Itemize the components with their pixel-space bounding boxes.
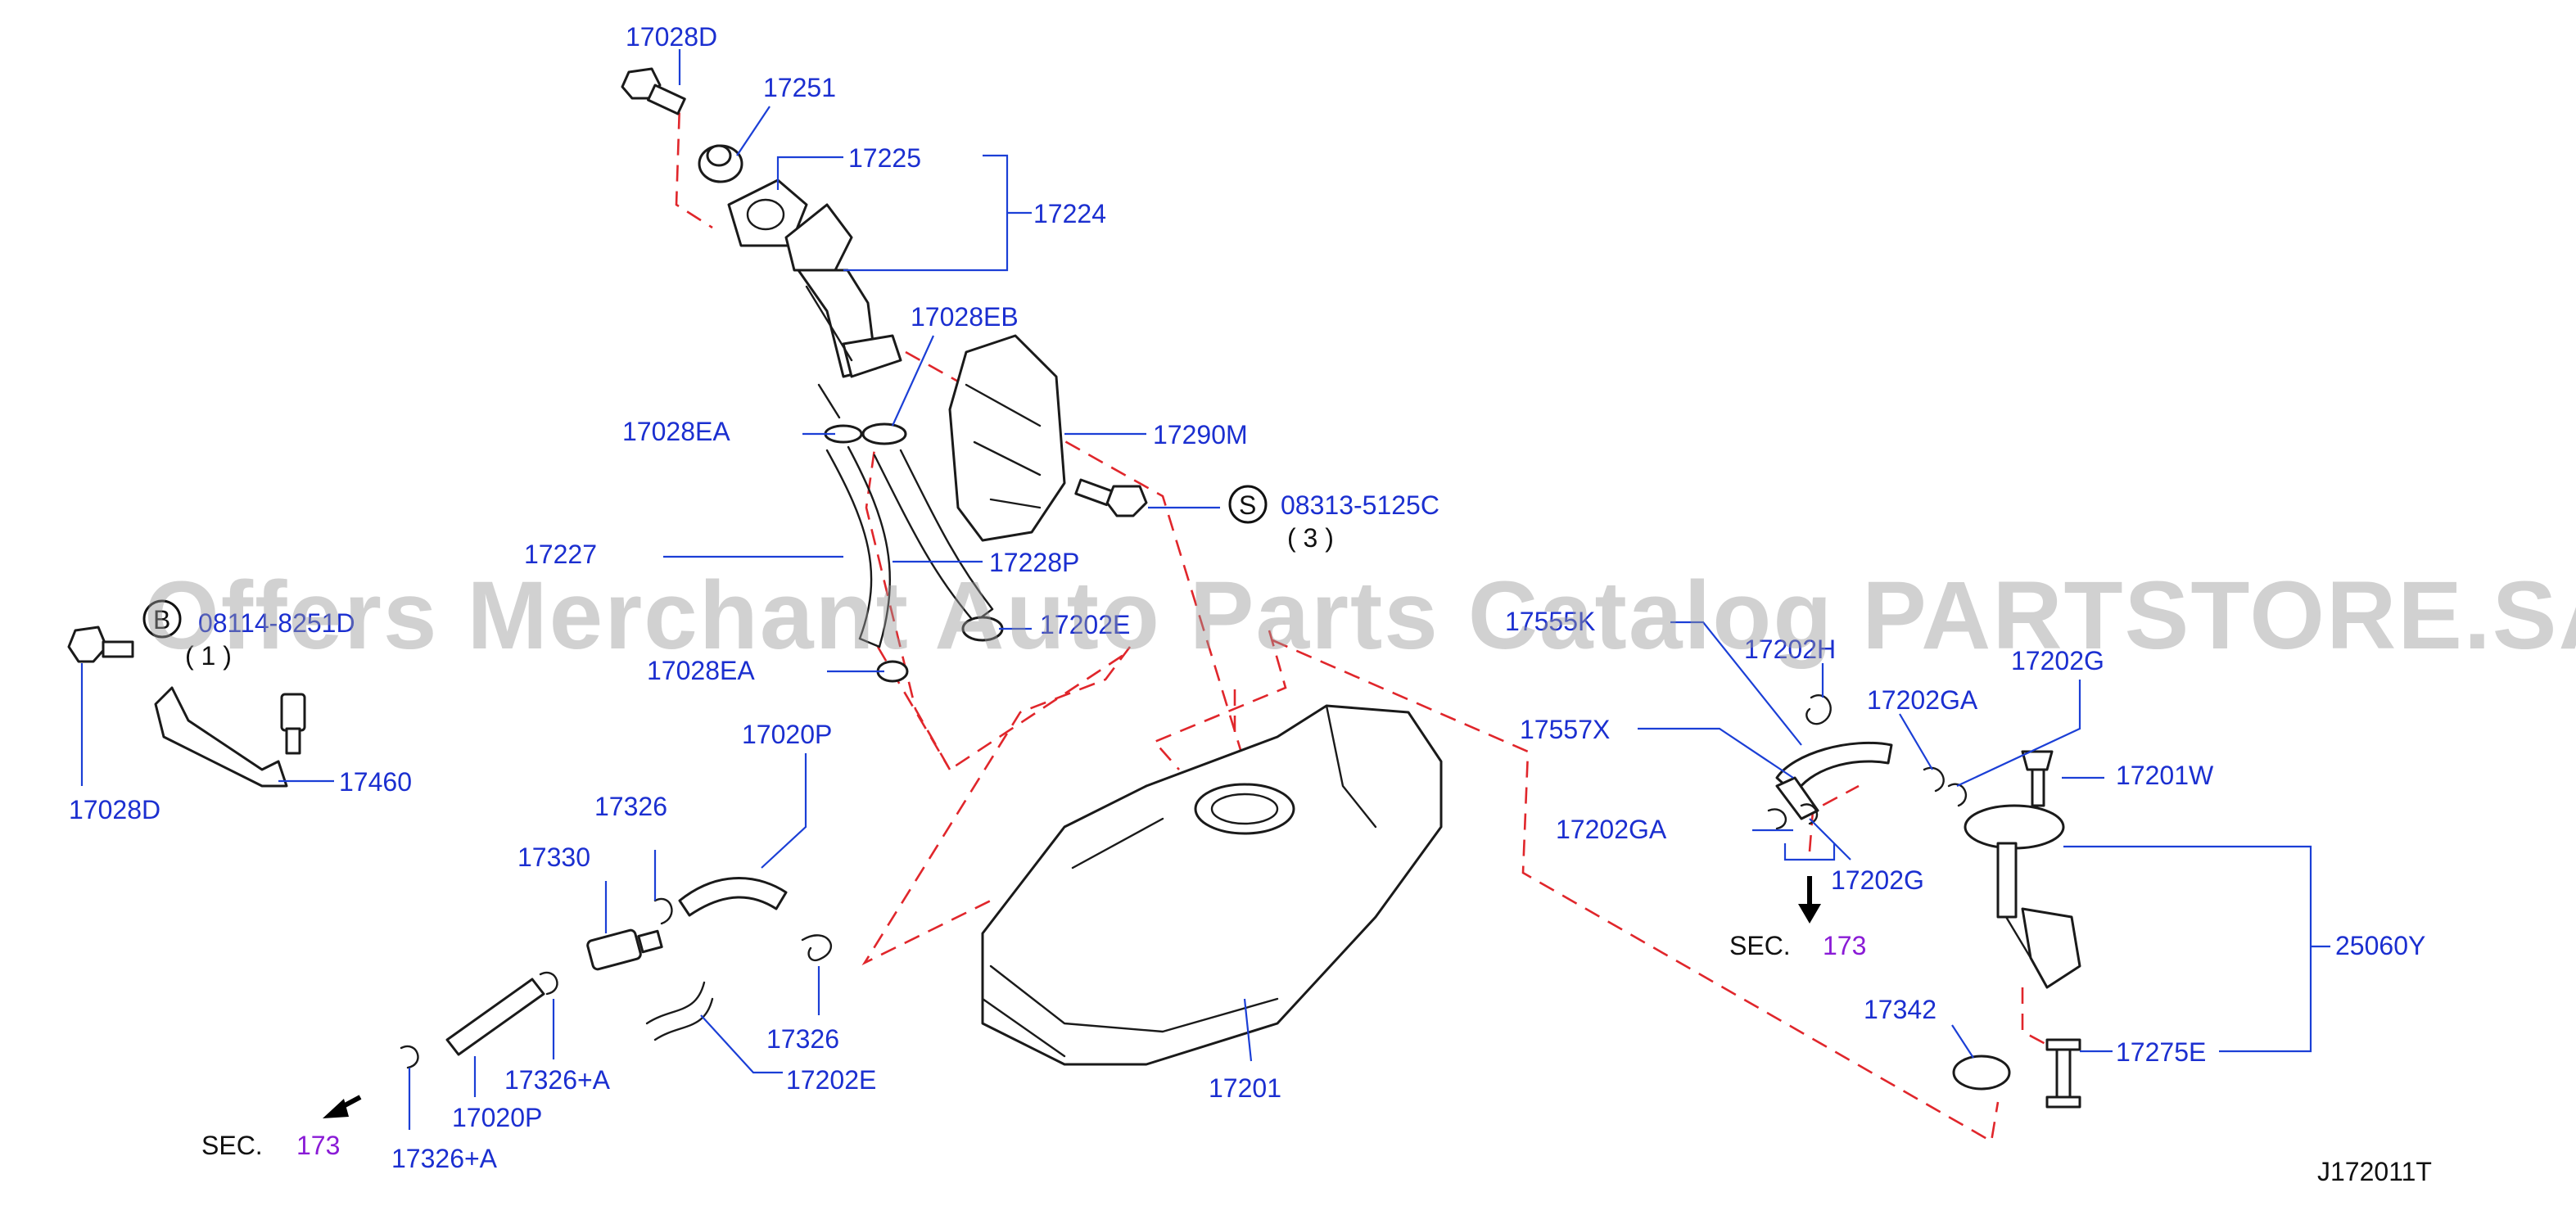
clamp-17326A-a[interactable] bbox=[539, 971, 558, 996]
label-17202E[interactable]: 17202E bbox=[786, 1065, 876, 1095]
label-08114-8251D[interactable]: 08114-8251D bbox=[198, 608, 355, 638]
diagram-code: J172011T bbox=[2317, 1157, 2432, 1186]
label-17202GA-b[interactable]: 17202GA bbox=[1556, 815, 1667, 844]
label-17028EA-upper[interactable]: 17028EA bbox=[622, 417, 730, 446]
label-17028D-left[interactable]: 17028D bbox=[69, 795, 160, 824]
label-17275E[interactable]: 17275E bbox=[2116, 1037, 2206, 1067]
label-17330[interactable]: 17330 bbox=[517, 842, 590, 872]
arrow-down-sec-173-right bbox=[1798, 876, 1821, 924]
hose-17020P-lower[interactable] bbox=[445, 978, 545, 1056]
label-17228P[interactable]: 17228P bbox=[989, 548, 1079, 577]
svg-text:SEC.: SEC. bbox=[1729, 931, 1791, 960]
gasket-17225[interactable] bbox=[727, 178, 808, 247]
label-17227[interactable]: 17227 bbox=[524, 540, 597, 569]
label-25060Y[interactable]: 25060Y bbox=[2335, 931, 2425, 960]
label-08313-5125C[interactable]: 08313-5125C bbox=[1281, 490, 1439, 520]
label-17225[interactable]: 17225 bbox=[848, 143, 921, 173]
circled-b-symbol: B bbox=[142, 599, 182, 639]
circled-s-symbol: S bbox=[1228, 485, 1268, 524]
label-17201W[interactable]: 17201W bbox=[2116, 761, 2214, 790]
bolt-17028D-top[interactable] bbox=[621, 67, 686, 115]
sec-reference-right[interactable]: SEC. 173 bbox=[1729, 931, 1866, 960]
bolt-08114[interactable] bbox=[280, 693, 306, 755]
fuel-filter-17330[interactable] bbox=[586, 928, 663, 971]
svg-text:SEC.: SEC. bbox=[201, 1131, 263, 1160]
label-17202E-mid[interactable]: 17202E bbox=[1040, 610, 1130, 639]
heat-shield-17290M[interactable] bbox=[948, 334, 1066, 542]
label-17201[interactable]: 17201 bbox=[1209, 1073, 1281, 1103]
label-17020P-upper[interactable]: 17020P bbox=[742, 720, 832, 749]
clamp-17202G-a[interactable] bbox=[1947, 783, 1968, 807]
clamp-17202GA-b[interactable] bbox=[1767, 808, 1787, 830]
label-17028EB[interactable]: 17028EB bbox=[911, 302, 1019, 332]
label-17342[interactable]: 17342 bbox=[1864, 995, 1937, 1024]
hose-17227[interactable] bbox=[825, 445, 891, 648]
vent-hose-17557X[interactable] bbox=[1775, 741, 1893, 820]
bolt-08313[interactable] bbox=[1074, 478, 1148, 517]
label-17202G-a[interactable]: 17202G bbox=[2011, 646, 2104, 675]
bolt-17201W[interactable] bbox=[2021, 750, 2054, 807]
label-17326-a[interactable]: 17326 bbox=[594, 792, 667, 821]
wire-17202E[interactable] bbox=[645, 981, 714, 1041]
label-17202G-b[interactable]: 17202G bbox=[1831, 865, 1924, 895]
svg-text:173: 173 bbox=[296, 1131, 340, 1160]
svg-text:S: S bbox=[1239, 490, 1256, 520]
sec-reference-left[interactable]: SEC. 173 bbox=[201, 1131, 340, 1160]
label-17224[interactable]: 17224 bbox=[1033, 199, 1106, 228]
label-17251[interactable]: 17251 bbox=[763, 73, 836, 102]
filler-cap-17251[interactable] bbox=[698, 144, 743, 183]
svg-text:B: B bbox=[153, 605, 170, 635]
label-17202H[interactable]: 17202H bbox=[1744, 635, 1836, 664]
label-17028D-top[interactable]: 17028D bbox=[626, 22, 717, 52]
clip-17202H[interactable] bbox=[1805, 694, 1832, 725]
svg-text:173: 173 bbox=[1823, 931, 1866, 960]
label-17326A-a[interactable]: 17326+A bbox=[504, 1065, 611, 1095]
label-17326-b[interactable]: 17326 bbox=[766, 1024, 839, 1054]
clamp-17202GA-a[interactable] bbox=[1923, 766, 1945, 793]
leader-lines bbox=[80, 49, 2330, 1130]
clamp-17326-a[interactable] bbox=[653, 897, 673, 925]
label-17028EA-lower[interactable]: 17028EA bbox=[647, 656, 755, 685]
label-17326A-b[interactable]: 17326+A bbox=[391, 1144, 498, 1173]
sender-17275E[interactable] bbox=[2045, 1038, 2081, 1109]
gasket-17342[interactable] bbox=[1952, 1055, 2011, 1091]
clamp-17326A-b[interactable] bbox=[400, 1045, 419, 1069]
filler-neck-17224[interactable] bbox=[784, 203, 902, 419]
clamp-17326-b[interactable] bbox=[801, 934, 833, 962]
hose-17020P-upper[interactable] bbox=[678, 877, 788, 917]
label-17557X[interactable]: 17557X bbox=[1520, 715, 1610, 744]
fuel-tank-17201[interactable] bbox=[981, 704, 1443, 1066]
part-labels: 17028D 17251 17225 17224 17028EB 17290M … bbox=[69, 22, 2425, 1173]
label-17290M[interactable]: 17290M bbox=[1153, 420, 1248, 449]
fuel-pump-25060Y[interactable] bbox=[1964, 804, 2081, 989]
watermark: Offers Merchant Auto Parts Catalog PARTS… bbox=[144, 562, 2576, 670]
arrow-left-sec-173-left bbox=[323, 1095, 362, 1118]
label-17202GA-a[interactable]: 17202GA bbox=[1867, 685, 1978, 715]
label-08114-qty: ( 1 ) bbox=[185, 641, 232, 671]
label-08313-qty: ( 3 ) bbox=[1287, 523, 1334, 553]
bracket-17460[interactable] bbox=[154, 686, 288, 788]
clamp-17028EB[interactable] bbox=[861, 422, 907, 445]
label-17555K[interactable]: 17555K bbox=[1505, 607, 1595, 636]
label-17020P-lower[interactable]: 17020P bbox=[452, 1103, 542, 1132]
bolt-17028D-left[interactable] bbox=[67, 626, 134, 663]
label-17460[interactable]: 17460 bbox=[339, 767, 412, 797]
